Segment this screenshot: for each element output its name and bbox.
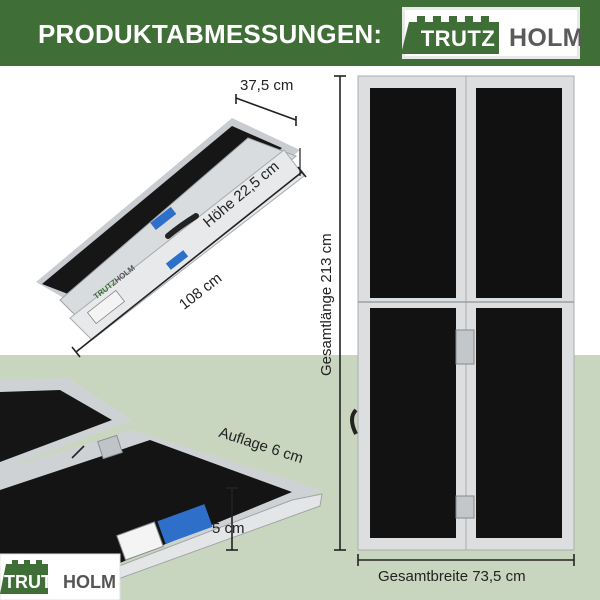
width-folded-label: 37,5 cm — [240, 77, 294, 94]
closeup-logo-word1: TRUTZ — [4, 572, 63, 592]
logo-word-holm: HOLM — [509, 24, 584, 52]
total-width-label: Gesamtbreite 73,5 cm — [378, 568, 526, 585]
closeup-logo-word2: HOLM — [62, 572, 116, 592]
logo-word-trutz: TRUTZ — [420, 26, 496, 51]
header-bar: PRODUKTABMESSUNGEN: TRUTZ HOLM — [0, 0, 600, 66]
page-title: PRODUKTABMESSUNGEN: — [38, 19, 383, 49]
closeup-logo: TRUTZHOLM — [4, 572, 116, 593]
brand-logo: TRUTZ HOLM — [401, 7, 583, 59]
castle-icon — [401, 16, 499, 54]
edge-height-label: 5 cm — [212, 520, 245, 537]
